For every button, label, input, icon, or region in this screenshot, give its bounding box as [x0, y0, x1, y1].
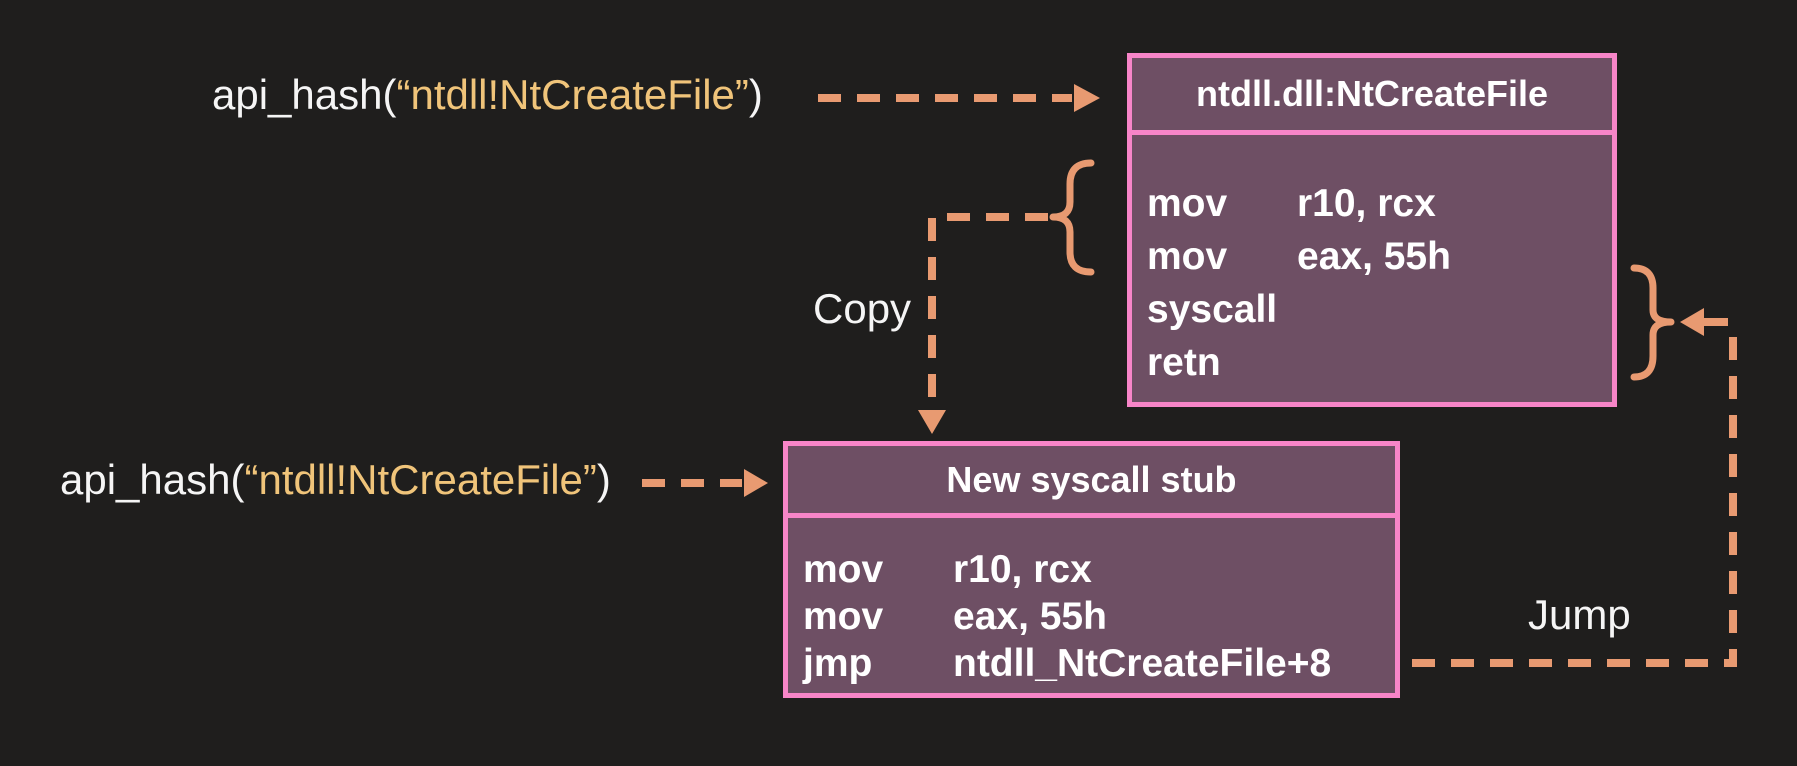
api-hash-bottom-suffix: )	[596, 456, 611, 503]
instruction-line: retn	[1147, 336, 1612, 389]
jump-arrow-line	[1412, 330, 1737, 667]
mnemonic: mov	[803, 595, 884, 638]
instruction-line: jmp ntdll_NtCreateFile+8	[803, 640, 1395, 687]
ntdll-box-title: ntdll.dll:NtCreateFile	[1132, 58, 1612, 135]
mnemonic: syscall	[1147, 288, 1278, 331]
instruction-line: syscall	[1147, 283, 1612, 336]
api-hash-call-bottom: api_hash(“ntdll!NtCreateFile”)	[60, 455, 611, 505]
mnemonic: retn	[1147, 341, 1221, 384]
operands: r10, rcx	[953, 548, 1092, 591]
hash-arrow-bottom-head-icon	[744, 469, 768, 497]
operands: eax, 55h	[1297, 235, 1451, 278]
instruction-line: mov r10, rcx	[803, 546, 1395, 593]
new-syscall-stub-box: New syscall stub mov r10, rcx mov eax, 55h…	[783, 441, 1400, 698]
api-hash-top-prefix: api_hash(	[212, 71, 397, 118]
copy-arrow-line	[928, 213, 1048, 408]
mnemonic: mov	[1147, 235, 1228, 278]
instruction-line: mov eax, 55h	[803, 593, 1395, 640]
jump-label: Jump	[1528, 591, 1631, 638]
api-hash-call-top: api_hash(“ntdll!NtCreateFile”)	[212, 70, 763, 120]
operands: eax, 55h	[953, 595, 1107, 638]
jump-brace-icon	[1630, 264, 1675, 381]
copy-brace-icon	[1049, 159, 1095, 276]
ntdll-ntcreatefile-box: ntdll.dll:NtCreateFile mov r10, rcx mov ea…	[1127, 53, 1617, 407]
mnemonic: jmp	[803, 642, 873, 685]
operands: r10, rcx	[1297, 182, 1436, 225]
api-hash-bottom-string: “ntdll!NtCreateFile”	[244, 456, 597, 503]
copy-arrow-head-icon	[918, 410, 946, 434]
ntdll-box-code: mov r10, rcx mov eax, 55h syscall retn	[1132, 135, 1612, 389]
mnemonic: mov	[1147, 182, 1228, 225]
jump-arrow-head-icon	[1680, 308, 1704, 336]
api-hash-bottom-prefix: api_hash(	[60, 456, 245, 503]
stub-box-title: New syscall stub	[788, 446, 1395, 518]
mnemonic: mov	[803, 548, 884, 591]
api-hash-top-suffix: )	[748, 71, 763, 118]
stub-box-code: mov r10, rcx mov eax, 55h jmp ntdll_NtCreat…	[788, 518, 1395, 687]
copy-label: Copy	[813, 285, 912, 332]
instruction-line: mov eax, 55h	[1147, 230, 1612, 283]
operands: ntdll_NtCreateFile+8	[953, 642, 1332, 685]
hash-arrow-top-head-icon	[1074, 84, 1100, 112]
instruction-line: mov r10, rcx	[1147, 177, 1612, 230]
api-hash-top-string: “ntdll!NtCreateFile”	[396, 71, 749, 118]
